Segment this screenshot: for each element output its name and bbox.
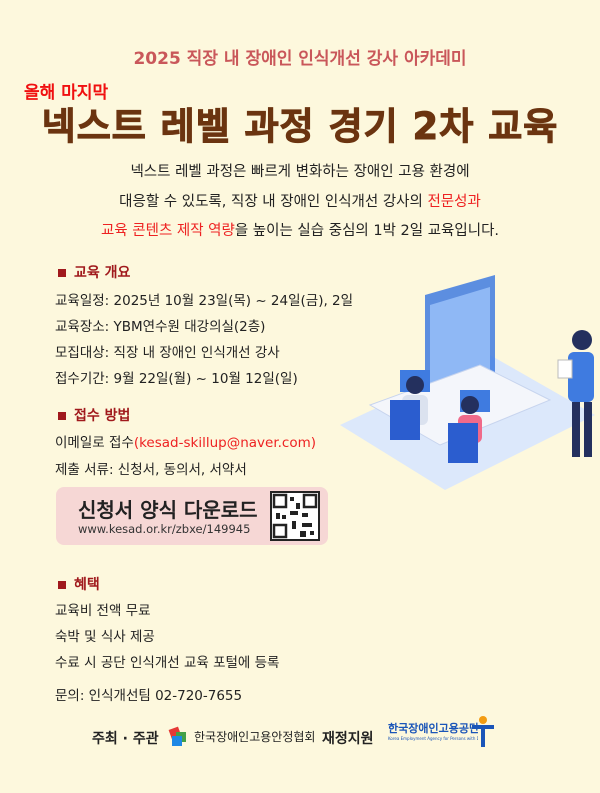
overview-item: 접수기간: 9월 22일(월) ~ 10월 12일(일)	[55, 371, 298, 387]
last-chance-tag: 올해 마지막	[24, 83, 109, 103]
heading-text: 접수 방법	[74, 408, 131, 424]
intro-highlight: 전문성과	[427, 194, 481, 210]
bullet-square-icon	[58, 581, 66, 589]
host-org-logo: 한국장애인고용안정협회	[168, 724, 315, 748]
heading-text: 교육 개요	[74, 265, 131, 281]
page-title: 넥스트 레벨 과정 경기 2차 교육	[41, 105, 559, 149]
host-org-logo-icon	[168, 726, 186, 746]
benefit-item: 수료 시 공단 인식개선 교육 포털에 등록	[55, 655, 280, 671]
section-benefits-heading: 혜택	[58, 574, 100, 594]
intro-text: 을 높이는 실습 중심의 1박 2일 교육입니다.	[234, 223, 500, 239]
overview-item: 교육일정: 2025년 10월 23일(목) ~ 24일(금), 2일	[55, 293, 354, 309]
apply-email-link[interactable]: (kesad-skillup@naver.com)	[133, 435, 317, 451]
benefit-item: 숙박 및 식사 제공	[55, 629, 155, 645]
office-illustration	[340, 275, 595, 490]
host-label: 주최 · 주관	[92, 731, 159, 747]
intro-line-3: 교육 콘텐츠 제작 역량을 높이는 실습 중심의 1박 2일 교육입니다.	[0, 219, 600, 240]
contact-info: 문의: 인식개선팀 02-720-7655	[55, 688, 243, 704]
funding-label: 재정지원	[322, 731, 374, 747]
fund-org-logo: 한국장애인고용공단 Korea Employment Agency for Pe…	[388, 720, 479, 741]
overview-item: 모집대상: 직장 내 장애인 인식개선 강사	[55, 345, 280, 361]
apply-email-label: 이메일로 접수	[55, 435, 134, 451]
section-overview-heading: 교육 개요	[58, 262, 130, 282]
qr-code-icon	[270, 491, 320, 541]
section-apply-heading: 접수 방법	[58, 405, 130, 425]
fund-org-english: Korea Employment Agency for Persons with…	[388, 736, 478, 741]
intro-line-1: 넥스트 레벨 과정은 빠르게 변화하는 장애인 고용 환경에	[130, 164, 470, 180]
fund-org-name: 한국장애인고용공단	[388, 722, 480, 735]
apply-email-line: 이메일로 접수(kesad-skillup@naver.com)	[55, 431, 316, 451]
download-url[interactable]: www.kesad.or.kr/zbxe/149945	[78, 522, 251, 536]
fund-org-logo-icon	[472, 716, 494, 747]
bullet-square-icon	[58, 412, 66, 420]
intro-text: 대응할 수 있도록, 직장 내 장애인 인식개선 강사의	[119, 194, 428, 210]
overview-item: 교육장소: YBM연수원 대강의실(2층)	[55, 319, 266, 335]
heading-text: 혜택	[74, 577, 100, 593]
benefit-item: 교육비 전액 무료	[55, 603, 151, 619]
event-subtitle: 2025 직장 내 장애인 인식개선 강사 아카데미	[133, 49, 467, 69]
download-form-button[interactable]: 신청서 양식 다운로드 www.kesad.or.kr/zbxe/149945	[56, 487, 328, 545]
intro-line-2: 대응할 수 있도록, 직장 내 장애인 인식개선 강사의 전문성과	[0, 190, 600, 211]
intro-highlight: 교육 콘텐츠 제작 역량	[100, 223, 235, 239]
bullet-square-icon	[58, 269, 66, 277]
host-org-name: 한국장애인고용안정협회	[194, 729, 316, 744]
download-label: 신청서 양식 다운로드	[78, 498, 258, 522]
apply-docs: 제출 서류: 신청서, 동의서, 서약서	[55, 462, 247, 478]
